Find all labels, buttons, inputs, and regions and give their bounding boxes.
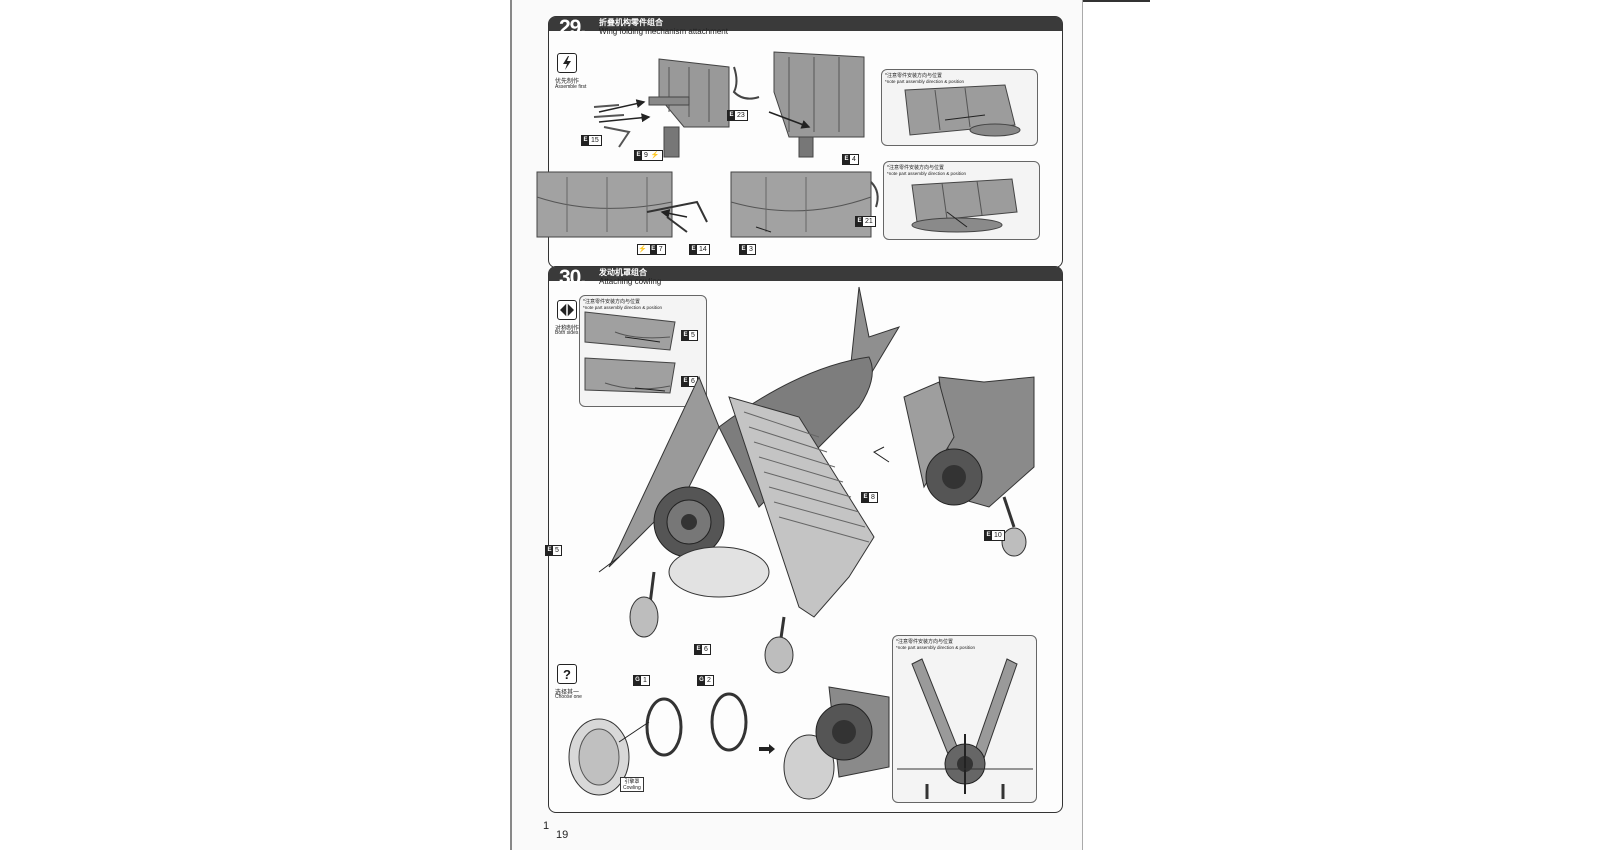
both-sides-cn: 对称制作 — [555, 326, 580, 332]
engine-cowl-illustration — [815, 686, 890, 778]
cowling-label: 引擎罩 Cowling — [620, 777, 644, 792]
wing-fold-diagram-1 — [593, 58, 730, 158]
step-29-number: 29. — [559, 16, 586, 39]
note-panel-1: *注意零件安装方向与位置 *note part assembly directi… — [881, 69, 1038, 146]
note-panel-2: *注意零件安装方向与位置 *note part assembly directi… — [883, 161, 1040, 240]
step-29-title-en: Wing folding mechanism attachment — [599, 27, 728, 36]
choose-one-icon: ? — [557, 664, 577, 684]
aircraft-side-illustration — [873, 376, 1035, 557]
note-2-en: *note part assembly direction & position — [887, 171, 967, 176]
step-30-number: 30. — [559, 266, 586, 289]
part-tag-e6-main-num: 6 — [704, 646, 708, 653]
step-29-panel: 29. 折叠机构零件组合 Wing folding mechanism atta… — [536, 16, 1063, 268]
note-1-cn: *注意零件安装方向与位置 — [885, 73, 942, 79]
part-tag-e3-num: 3 — [749, 246, 753, 253]
step-29-title-cn: 折叠机构零件组合 — [599, 18, 663, 27]
wing-fold-diagram-2 — [732, 51, 865, 158]
step-30-title-en: Attaching cowling — [599, 277, 662, 286]
note-2-cn: *注意零件安装方向与位置 — [887, 165, 944, 171]
scan-left-edge — [510, 0, 512, 850]
note-panel-4: *注意零件安装方向与位置 *note part assembly directi… — [892, 635, 1037, 803]
choose-one-cn: 选择其一 — [555, 690, 580, 696]
scan-right-edge — [1082, 0, 1083, 850]
note-1-en: *note part assembly direction & position — [885, 79, 965, 84]
part-tag-e5-detail-num: 5 — [691, 332, 695, 339]
part-tag-e5-main-num: 5 — [555, 547, 559, 554]
part-tag-e6-detail-num: 6 — [691, 378, 695, 385]
both-sides-en: Both sides — [555, 330, 579, 336]
step-30-panel: 30. 发动机罩组合 Attaching cowling 对称制作 Both s… — [545, 266, 1063, 813]
wing-fold-diagram-4 — [730, 171, 879, 238]
cowling-assembly-diagram — [568, 692, 835, 800]
note-3-en: *note part assembly direction & position — [583, 305, 663, 310]
part-tag-g1-num: 1 — [643, 677, 647, 684]
note-panel-3: *注意零件安装方向与位置 *note part assembly directi… — [579, 295, 707, 407]
symmetric-icon — [557, 300, 577, 320]
note-4-en: *note part assembly direction & position — [896, 645, 976, 650]
part-tag-e8-num: 8 — [871, 494, 875, 501]
part-tag-g2-num: 2 — [707, 677, 711, 684]
step-30-title-cn: 发动机罩组合 — [599, 268, 647, 277]
cowling-label-en: Cowling — [623, 785, 641, 791]
part-tag-e7-num: 7 — [658, 246, 663, 253]
part-tag-e9-num: 9 — [644, 152, 648, 159]
step-29-header: 29. 折叠机构零件组合 — [549, 16, 1062, 39]
page-number: 19 — [556, 829, 569, 841]
part-tag-e4-num: 4 — [852, 156, 856, 163]
aircraft-main-illustration — [598, 286, 901, 674]
cowling-label-cn: 引擎罩 — [624, 779, 640, 785]
choose-one-en: Choose one — [555, 694, 582, 700]
wing-fold-diagram-3 — [536, 171, 708, 238]
assemble-first-en: Assemble first — [555, 84, 587, 90]
note-4-cn: *注意零件安装方向与位置 — [896, 639, 953, 645]
page-left-mark: 1 — [543, 820, 550, 832]
part-tag-e10-num: 10 — [994, 532, 1002, 539]
note-3-cn: *注意零件安装方向与位置 — [583, 299, 640, 305]
part-tag-e23-num: 23 — [737, 112, 745, 119]
step-30-header: 30. 发动机罩组合 — [549, 266, 1062, 289]
part-tag-e21-num: 21 — [865, 218, 873, 225]
part-tag-e14-num: 14 — [699, 246, 707, 253]
assemble-first-cn: 优先制作 — [555, 79, 580, 85]
lightning-icon — [557, 53, 577, 73]
part-tag-e15-num: 15 — [591, 137, 599, 144]
